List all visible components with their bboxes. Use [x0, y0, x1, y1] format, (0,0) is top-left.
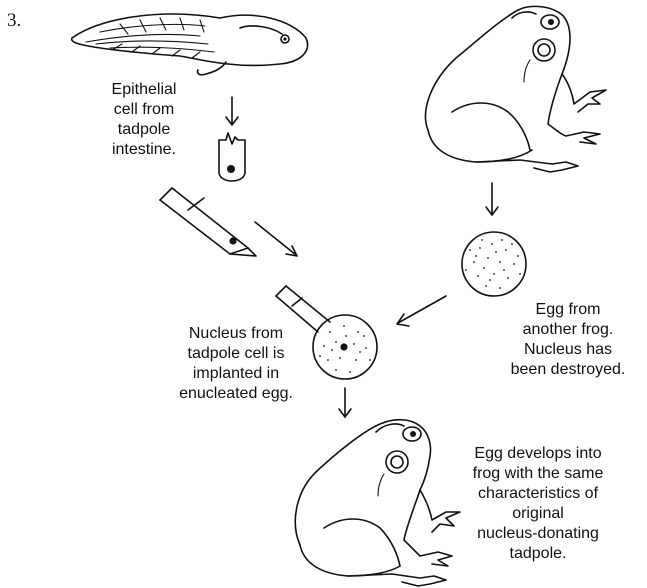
tadpole-illustration [72, 14, 308, 75]
enucleated-egg [462, 232, 526, 296]
arrow-egg-to-implant [397, 296, 446, 326]
epithelial-cell-caption: Epithelial cell from tadpole intestine. [84, 80, 204, 160]
micropipette [160, 188, 256, 256]
nucleus-implant-caption: Nucleus from tadpole cell is implanted i… [160, 324, 312, 404]
arrow-tadpole-to-cell [226, 97, 238, 125]
arrow-pipette-to-egg [255, 222, 297, 256]
egg-develops-caption: Egg develops into frog with the same cha… [432, 444, 644, 564]
implanted-egg [313, 315, 377, 379]
frog-donor-illustration [426, 6, 606, 172]
egg-from-frog-caption: Egg from another frog. Nucleus has been … [493, 300, 643, 380]
arrow-egg-to-frog [339, 388, 351, 417]
arrow-frog-to-egg [486, 183, 498, 215]
test-tube-cell [219, 133, 245, 181]
